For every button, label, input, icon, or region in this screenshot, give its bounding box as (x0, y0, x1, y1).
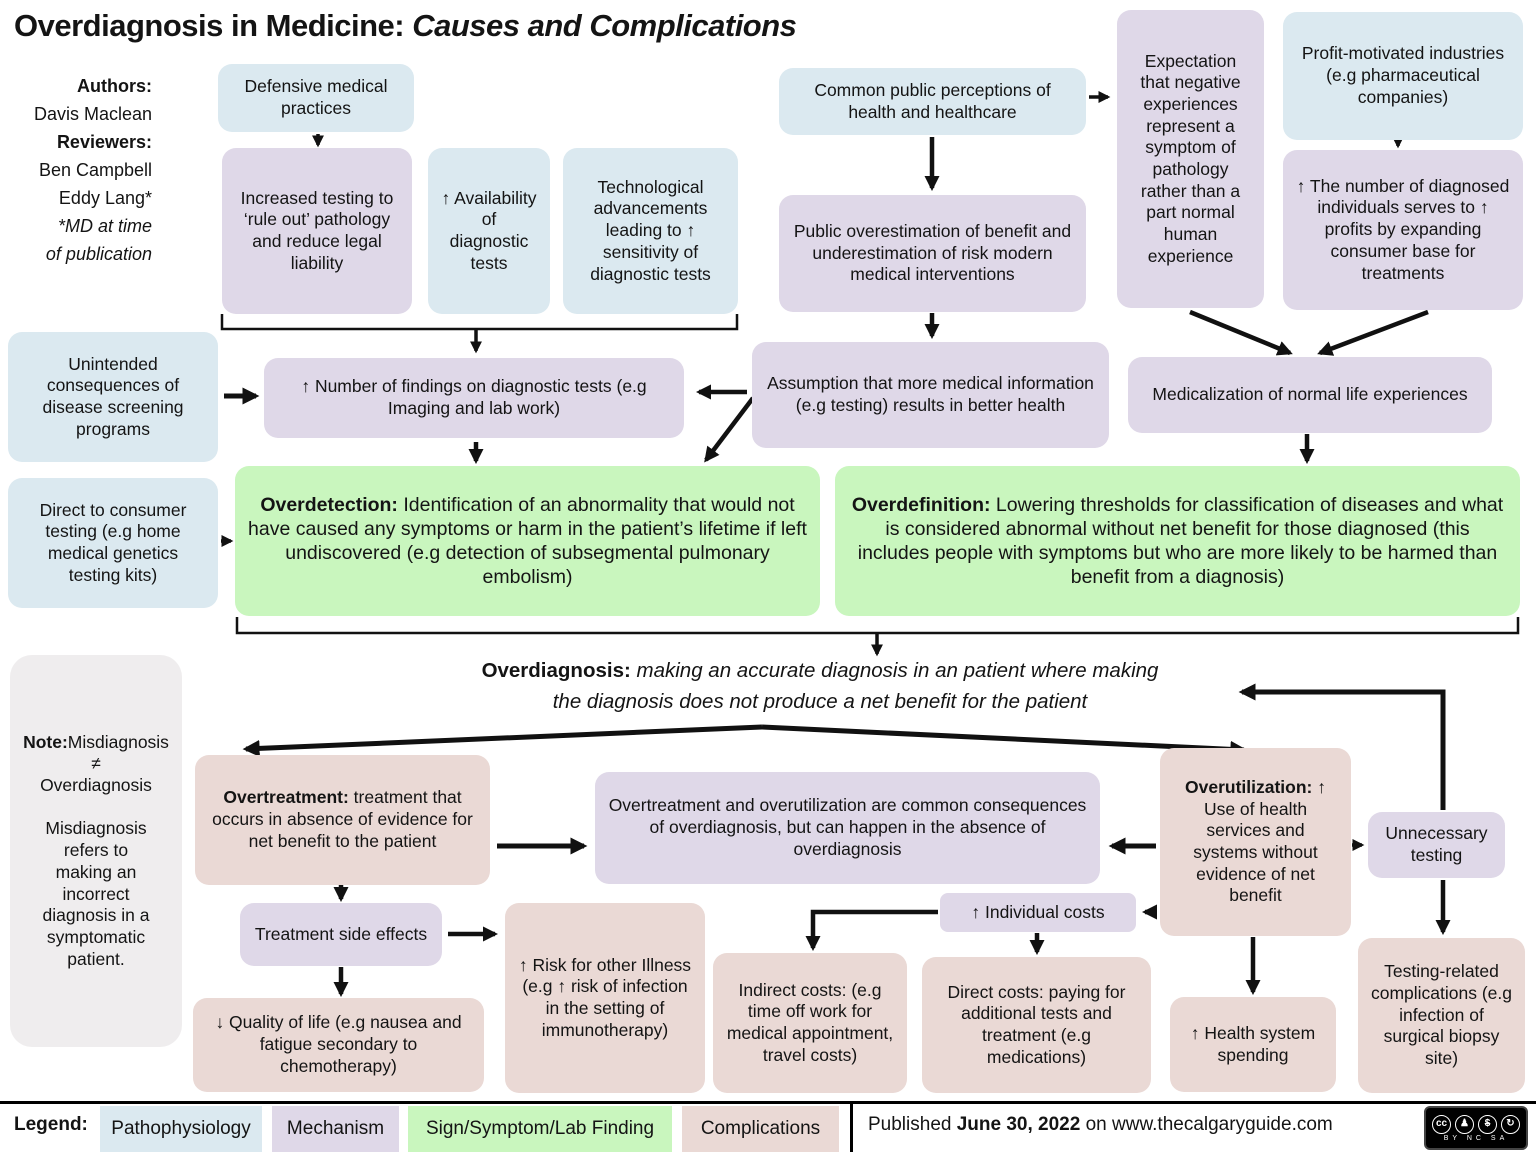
note-label: Note: (23, 731, 68, 752)
legend-label: Legend: (14, 1114, 88, 1135)
box-indirect-costs: Indirect costs: (e.g time off work for m… (713, 953, 907, 1093)
box-note-misdiagnosis: Note:Misdiagnosis ≠ Overdiagnosis Misdia… (10, 655, 182, 1047)
box-increased-testing: Increased testing to ‘rule out’ patholog… (222, 148, 412, 314)
box-public-overestimation: Public overestimation of benefit and und… (779, 195, 1086, 312)
box-direct-costs: Direct costs: paying for additional test… (922, 957, 1151, 1093)
published-note: Published June 30, 2022 on www.thecalgar… (868, 1114, 1333, 1135)
reviewers-label: Reviewers: (56, 132, 152, 152)
legend-item-finding: Sign/Symptom/Lab Finding (408, 1106, 672, 1152)
title-main: Overdiagnosis in Medicine: (14, 8, 413, 43)
box-assumption-information: Assumption that more medical information… (752, 342, 1109, 448)
box-individual-costs: ↑ Individual costs (940, 893, 1136, 932)
box-overdefinition: Overdefinition: Lowering thresholds for … (835, 466, 1520, 616)
title-sub: Causes and Complications (412, 8, 797, 43)
box-tech-advancements: Technological advancements leading to ↑ … (563, 148, 738, 314)
legend-top-border (0, 1101, 1536, 1104)
box-unnecessary-testing: Unnecessary testing (1368, 812, 1505, 878)
box-overutilization: Overutilization: ↑ Use of health service… (1160, 748, 1351, 936)
overtreatment-term: Overtreatment: (223, 787, 349, 808)
box-profit-industries: Profit-motivated industries (e.g pharmac… (1283, 12, 1523, 140)
legend-item-complications: Complications (682, 1106, 839, 1152)
overutilization-term: Overutilization: (1185, 776, 1313, 797)
cc-logo-icon: cc (1432, 1114, 1451, 1134)
box-unintended-consequences: Unintended consequences of disease scree… (8, 332, 218, 462)
authors-label: Authors: (77, 76, 152, 96)
box-overtreatment: Overtreatment: treatment that occurs in … (195, 755, 490, 885)
published-date: June 30, 2022 (956, 1114, 1081, 1135)
legend-item-mechanism: Mechanism (272, 1106, 399, 1152)
credits-block: Authors: Davis Maclean Reviewers: Ben Ca… (6, 72, 152, 268)
cc-license-badge: cc ♟ $ ↻ BY NC SA (1424, 1106, 1528, 1150)
box-direct-to-consumer: Direct to consumer testing (e.g home med… (8, 478, 218, 608)
box-medicalization: Medicalization of normal life experience… (1128, 357, 1492, 433)
box-overdetection: Overdetection: Identification of an abno… (235, 466, 820, 616)
overdiagnosis-definition: Overdiagnosis: making an accurate diagno… (481, 659, 1159, 713)
box-public-perceptions: Common public perceptions of health and … (779, 68, 1086, 135)
overdefinition-term: Overdefinition: (851, 493, 991, 516)
credits-footnote: *MD at time (57, 216, 152, 236)
box-consequences-note: Overtreatment and overutilization are co… (595, 772, 1100, 884)
box-number-of-findings: ↑ Number of findings on diagnostic tests… (264, 358, 684, 438)
legend-divider (850, 1101, 853, 1152)
legend-item-pathophysiology: Pathophysiology (100, 1106, 262, 1152)
box-diagnosed-individuals: ↑ The number of diagnosed individuals se… (1283, 150, 1523, 310)
cc-nc-icon: $ (1478, 1114, 1497, 1134)
box-defensive-practices: Defensive medical practices (218, 64, 414, 132)
overdiagnosis-term: Overdiagnosis: (481, 659, 631, 682)
cc-by-icon: ♟ (1455, 1114, 1474, 1134)
cc-sa-icon: ↻ (1501, 1114, 1520, 1134)
box-availability-tests: ↑ Availability of diagnostic tests (428, 148, 550, 314)
page-title: Overdiagnosis in Medicine: Causes and Co… (14, 8, 797, 44)
overdetection-term: Overdetection: (260, 493, 398, 516)
reviewer-name: Ben Campbell (38, 160, 152, 180)
box-health-system-spending: ↑ Health system spending (1170, 997, 1336, 1092)
box-expectation-negative: Expectation that negative experiences re… (1117, 10, 1264, 308)
box-quality-of-life: ↓ Quality of life (e.g nausea and fatigu… (193, 998, 484, 1092)
credits-footnote: of publication (45, 244, 152, 264)
author-name: Davis Maclean (33, 104, 152, 124)
reviewer-name: Eddy Lang* (58, 188, 152, 208)
box-risk-other-illness: ↑ Risk for other Illness (e.g ↑ risk of … (505, 903, 705, 1093)
cc-license-label: BY NC SA (1443, 1134, 1509, 1142)
box-testing-complications: Testing-related complications (e.g infec… (1358, 938, 1525, 1093)
box-treatment-side-effects: Treatment side effects (240, 903, 442, 966)
